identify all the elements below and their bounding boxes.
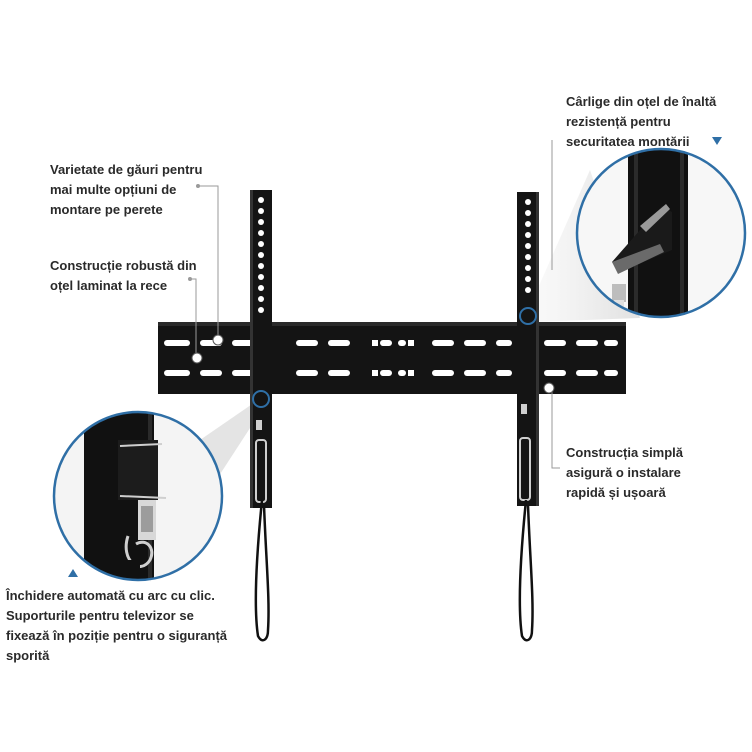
mounting-hole xyxy=(525,276,531,282)
lock-detail-zoom xyxy=(52,410,224,582)
triangle-up-icon xyxy=(68,569,78,577)
callout-spring-lock: Închidere automată cu arc cu clic. Supor… xyxy=(6,588,228,663)
callout-holes: Varietate de găuri pentru mai multe opți… xyxy=(50,162,203,217)
mounting-hole xyxy=(258,263,264,269)
mounting-hole xyxy=(525,243,531,249)
callout-hooks: Cârlige din oțel de înaltă rezistență pe… xyxy=(566,94,717,149)
mounting-hole xyxy=(258,252,264,258)
mounting-hole xyxy=(258,296,264,302)
left-tv-bracket xyxy=(250,190,272,642)
mounting-hole xyxy=(525,254,531,260)
mounting-hole xyxy=(525,199,531,205)
mounting-hole xyxy=(258,230,264,236)
right-tv-bracket xyxy=(517,192,539,642)
mounting-hole xyxy=(258,208,264,214)
mounting-hole xyxy=(258,274,264,280)
mounting-hole xyxy=(525,265,531,271)
mounting-hole xyxy=(258,285,264,291)
mounting-hole xyxy=(258,241,264,247)
focus-circle-left-lock xyxy=(252,390,270,408)
mounting-hole xyxy=(525,221,531,227)
mounting-hole xyxy=(258,197,264,203)
leader-lines xyxy=(190,140,560,469)
mounting-hole xyxy=(525,210,531,216)
focus-circle-right-hook xyxy=(519,307,537,325)
mounting-hole xyxy=(258,219,264,225)
mounting-hole xyxy=(525,232,531,238)
hook-detail-zoom xyxy=(575,147,747,319)
triangle-down-icon xyxy=(712,137,722,145)
mounting-hole xyxy=(525,287,531,293)
leader-markers xyxy=(191,334,555,394)
callout-steel: Construcție robustă din oțel laminat la … xyxy=(50,258,197,293)
mounting-hole xyxy=(258,307,264,313)
wall-plate xyxy=(158,322,626,394)
callout-simple-install: Construcția simplă asigură o instalare r… xyxy=(566,445,684,500)
